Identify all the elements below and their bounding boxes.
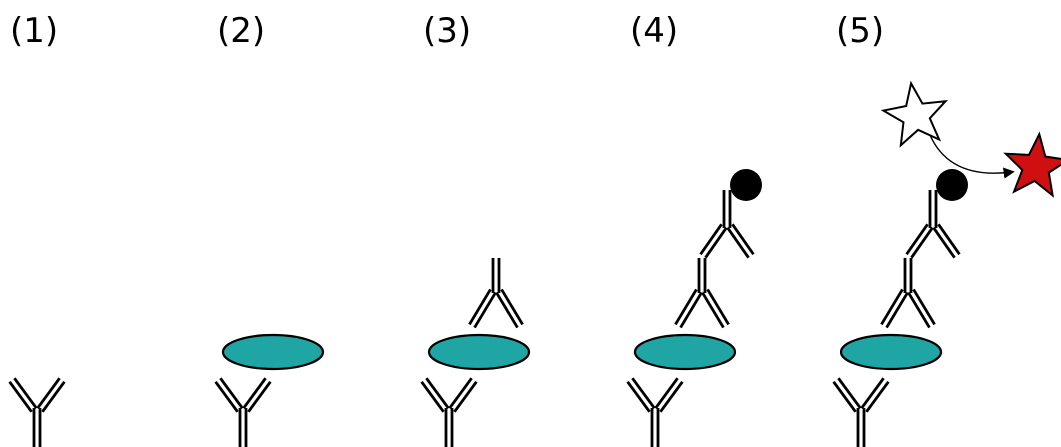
step-5 — [832, 80, 1061, 447]
conversion-arrow — [929, 134, 1015, 179]
detection-antibody — [880, 258, 936, 329]
step-label-5: (5) — [836, 11, 884, 51]
step-label-2: (2) — [217, 11, 265, 51]
capture-antibody — [8, 377, 66, 447]
substrate-star — [880, 80, 949, 148]
enzyme-dot — [730, 169, 762, 201]
step-3 — [420, 258, 531, 447]
capture-antibody — [832, 377, 890, 447]
step-label-4: (4) — [630, 11, 678, 51]
detection-antibody — [468, 258, 524, 329]
product-star — [1003, 131, 1061, 198]
antigen — [427, 333, 531, 371]
detection-antibody — [674, 258, 730, 329]
capture-antibody — [626, 377, 684, 447]
secondary-antibody — [699, 190, 755, 259]
enzyme-dot — [936, 169, 968, 201]
antigen — [633, 333, 737, 371]
steps-layer — [8, 80, 1061, 447]
step-4 — [626, 169, 762, 447]
step-1 — [8, 377, 66, 447]
capture-antibody — [420, 377, 478, 447]
capture-antibody — [214, 377, 272, 447]
antigen — [221, 333, 325, 371]
step-label-3: (3) — [423, 11, 471, 51]
antigen — [839, 333, 943, 371]
secondary-antibody — [905, 190, 961, 259]
step-2 — [214, 333, 325, 447]
step-label-1: (1) — [10, 11, 58, 51]
